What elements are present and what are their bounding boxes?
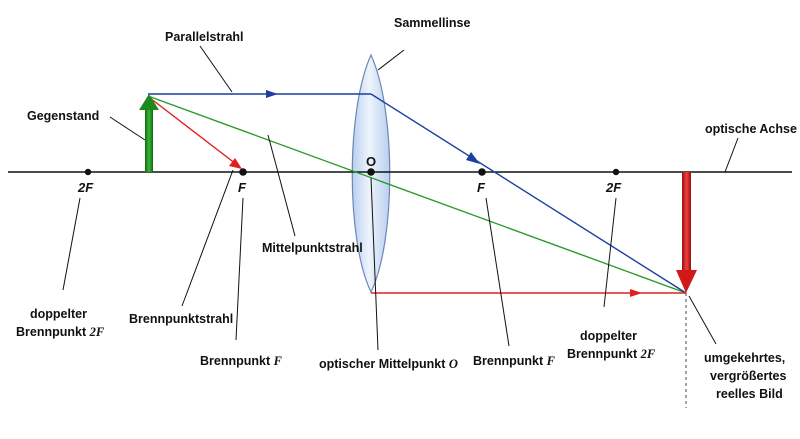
parallel-ray-arrowhead-1 xyxy=(266,90,278,98)
label-brennpunkt-right-sym: F xyxy=(546,354,556,368)
label-bild-2: vergrößertes xyxy=(710,369,786,383)
label-brennpunkt-left: Brennpunkt F xyxy=(200,354,283,368)
label-brennpunktstrahl: Brennpunktstrahl xyxy=(129,312,233,326)
label-optische-achse: optische Achse xyxy=(705,122,797,136)
point-f-left xyxy=(239,168,247,176)
label-doppelter-left-2-text: Brennpunkt xyxy=(16,325,87,339)
label-optischer-mittelpunkt-sym: O xyxy=(449,357,458,371)
label-o-axis: O xyxy=(366,154,376,169)
label-doppelter-right-sym: 2F xyxy=(640,347,656,361)
focal-ray xyxy=(149,97,686,297)
label-brennpunkt-right-text: Brennpunkt xyxy=(473,354,544,368)
focal-ray-arrowhead-2 xyxy=(630,289,642,297)
label-doppelter-right-2-text: Brennpunkt xyxy=(567,347,638,361)
label-doppelter-right-1: doppelter xyxy=(580,329,637,343)
center-ray xyxy=(147,95,687,294)
point-f-right xyxy=(478,168,486,176)
label-f-left-axis: F xyxy=(238,180,247,195)
label-mittelpunktstrahl: Mittelpunktstrahl xyxy=(262,241,363,255)
label-bild-1: umgekehrtes, xyxy=(704,351,785,365)
object-arrow xyxy=(139,94,159,172)
label-brennpunkt-left-sym: F xyxy=(273,354,283,368)
point-o xyxy=(367,168,375,176)
label-doppelter-left-sym: 2F xyxy=(89,325,105,339)
label-doppelter-left-2: Brennpunkt 2F xyxy=(16,325,105,339)
parallel-ray-arrowhead-2 xyxy=(466,152,480,164)
label-brennpunkt-left-text: Brennpunkt xyxy=(200,354,271,368)
label-doppelter-left-1: doppelter xyxy=(30,307,87,321)
point-2f-left xyxy=(84,168,92,176)
label-parallelstrahl: Parallelstrahl xyxy=(165,30,244,44)
parallel-ray xyxy=(148,90,687,294)
label-sammellinse: Sammellinse xyxy=(394,16,470,30)
label-doppelter-right-2: Brennpunkt 2F xyxy=(567,347,656,361)
focal-ray-arrowhead-1 xyxy=(229,158,242,169)
label-2f-left-axis: 2F xyxy=(77,180,94,195)
label-2f-right-axis: 2F xyxy=(605,180,622,195)
leader-lines xyxy=(62,45,739,351)
point-2f-right xyxy=(612,168,620,176)
label-gegenstand: Gegenstand xyxy=(27,109,99,123)
label-optischer-mittelpunkt-text: optischer Mittelpunkt xyxy=(319,357,446,371)
label-brennpunkt-right: Brennpunkt F xyxy=(473,354,556,368)
label-bild-3: reelles Bild xyxy=(716,387,783,401)
label-optischer-mittelpunkt: optischer Mittelpunkt O xyxy=(319,357,458,371)
label-f-right-axis: F xyxy=(477,180,486,195)
image-arrow xyxy=(676,172,697,293)
